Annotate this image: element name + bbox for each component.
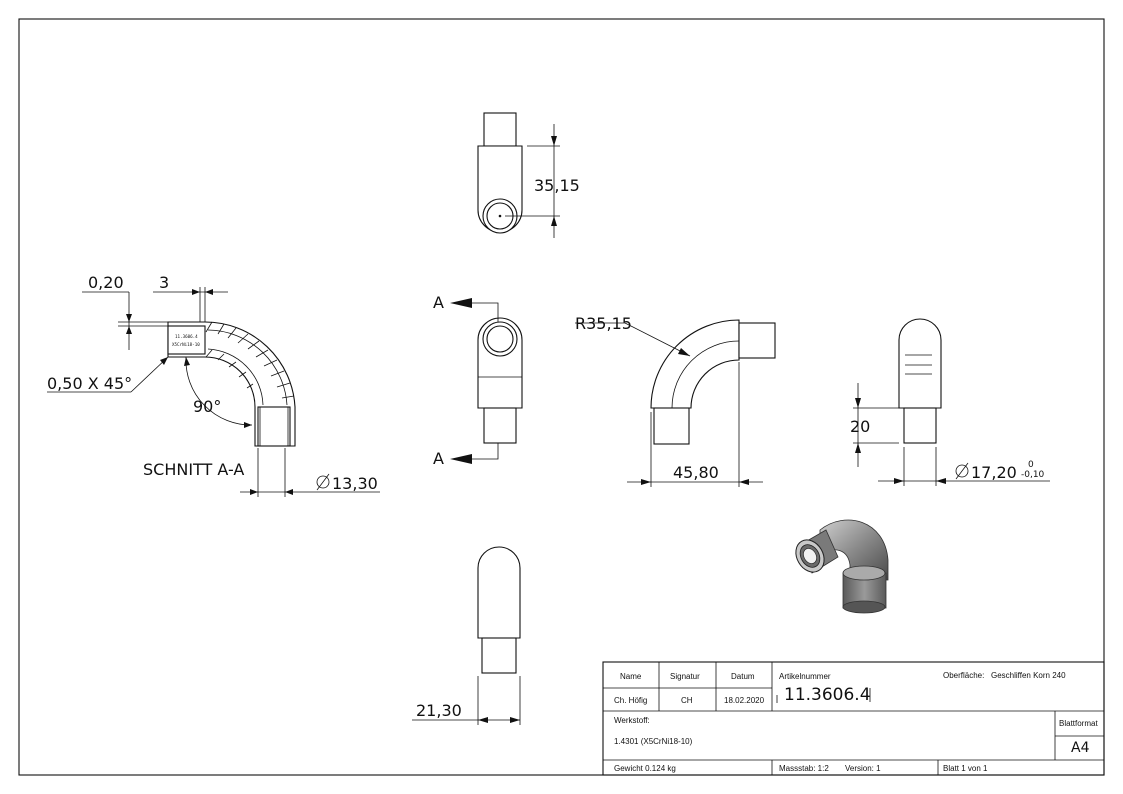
tb-scale: Massstab: 1:2 [779, 764, 829, 773]
engraving-line-2: X5CrNi18-10 [172, 342, 200, 347]
tb-name-value: Ch. Höfig [614, 696, 647, 705]
tb-surface-value: Geschliffen Korn 240 [991, 671, 1066, 680]
tb-version: Version: 1 [845, 764, 881, 773]
tb-format-value: A4 [1071, 740, 1090, 756]
isometric-view [795, 519, 889, 614]
tb-header-signature: Signatur [670, 672, 700, 681]
tb-material-label: Werkstoff: [614, 716, 650, 725]
section-marker-top: A [433, 293, 444, 312]
tb-material-value: 1.4301 (X5CrNi18-10) [614, 737, 693, 746]
tb-format-label: Blattformat [1059, 719, 1098, 728]
side-view: A A [433, 293, 523, 468]
stub-length-label: 3 [159, 273, 169, 292]
tb-weight: Gewicht 0.124 kg [614, 764, 676, 773]
inner-diameter-label: 13,30 [332, 474, 378, 493]
front-view: R35,15 45,80 [575, 314, 776, 487]
section-marker-bottom: A [433, 449, 444, 468]
tb-sheet: Blatt 1 von 1 [943, 764, 988, 773]
angle-label: 90° [193, 397, 221, 416]
section-view: 11.3606.4 X5CrNi18-10 0,20 3 0,50 X 45° … [47, 273, 380, 497]
bottom-width-label: 21,30 [416, 701, 462, 720]
tb-header-name: Name [620, 672, 642, 681]
tb-header-article: Artikelnummer [779, 672, 831, 681]
top-view: 35,15 [477, 112, 580, 238]
chamfer-label: 0,50 X 45° [47, 374, 132, 393]
drawing-frame [18, 18, 1105, 776]
radius-label: R35,15 [575, 314, 632, 333]
tb-signature-value: CH [681, 696, 693, 705]
insert-length-label: 20 [850, 417, 870, 436]
front-width-label: 45,80 [673, 463, 719, 482]
tolerance-upper: 0 [1028, 460, 1034, 470]
right-view: 20 17,20 0 -0,10 [850, 318, 1050, 486]
tb-date-value: 18.02.2020 [724, 696, 765, 705]
bottom-view: 21,30 [412, 546, 521, 725]
wall-thickness-label: 0,20 [88, 273, 124, 292]
section-title: SCHNITT A-A [143, 460, 244, 479]
title-block: Name Signatur Datum Artikelnummer Oberfl… [602, 661, 1105, 776]
engraving-line-1: 11.3606.4 [175, 334, 198, 339]
tb-surface-label: Oberfläche: [943, 671, 984, 680]
outer-diameter-label: 17,20 [971, 463, 1017, 482]
tb-article-value: 11.3606.4 [784, 685, 871, 705]
tb-header-date: Datum [731, 672, 755, 681]
tolerance-lower: -0,10 [1021, 470, 1045, 480]
top-height-label: 35,15 [534, 176, 580, 195]
